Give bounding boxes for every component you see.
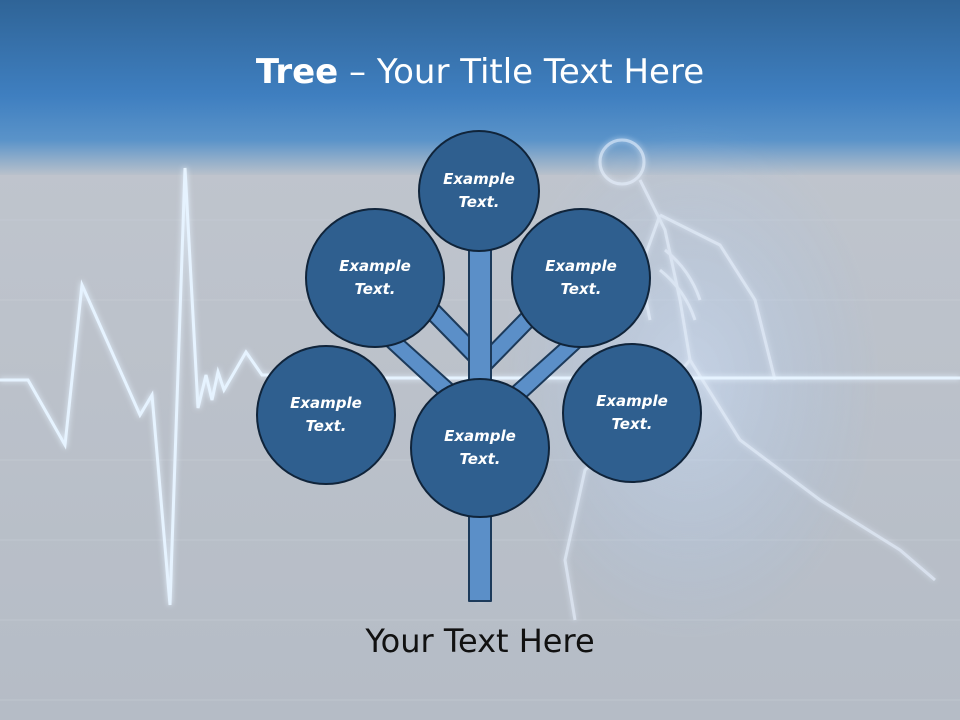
slide-title: Tree – Your Title Text Here: [0, 52, 960, 92]
title-dash: –: [338, 52, 377, 92]
footer-text: Your Text Here: [365, 622, 595, 660]
title-bold: Tree: [255, 52, 339, 92]
title-rest: Your Title Text Here: [376, 52, 705, 92]
heartbeat-line: [0, 167, 960, 606]
